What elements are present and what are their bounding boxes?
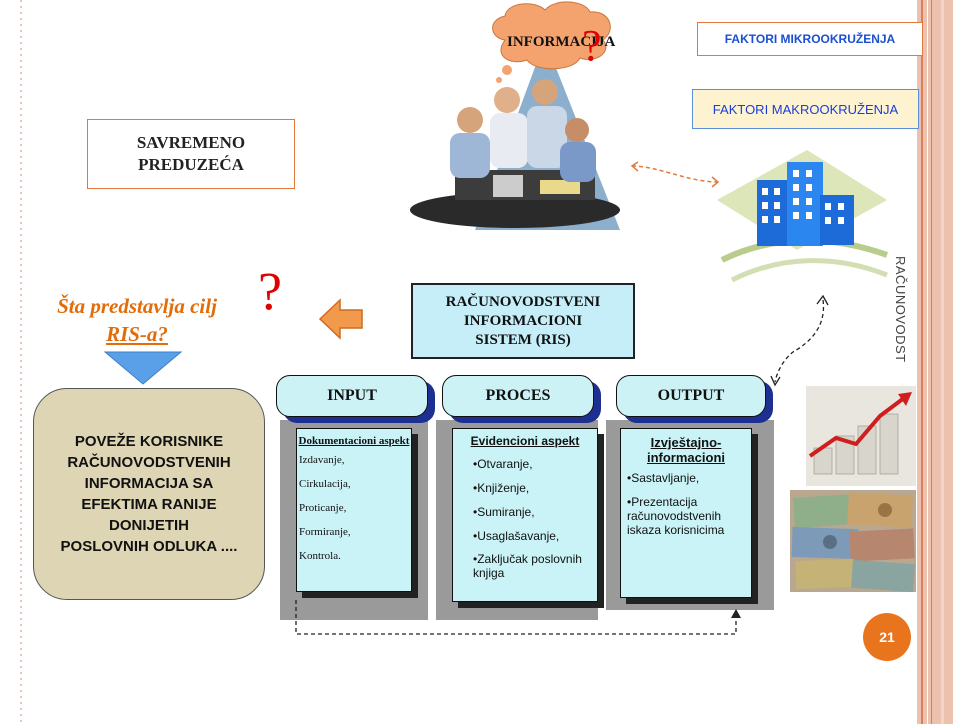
thought-question-mark: ? [582,21,602,70]
proces-item: •Knjiženje, [473,481,530,495]
input-item: Formiranje, [299,526,351,538]
ris-line-2: INFORMACIONI [463,312,583,329]
proces-item: •Sumiranje, [473,505,535,519]
input-item: Izdavanje, [299,454,345,466]
ris-line-3: SISTEM (RIS) [475,331,571,348]
proces-item: •Otvaranje, [473,457,533,471]
dashed-double-arrow [630,161,720,188]
goal-question-line-2: RIS-a? [106,322,168,346]
banknotes-image [790,490,916,592]
goal-line: POSLOVNIH ODLUKA .... [60,538,238,555]
left-arrow-icon [318,298,363,340]
building-illustration [717,150,889,283]
feedback-connector [295,600,741,635]
output-card: Izvještajno-informacioni •Sastavljanje, … [620,428,752,598]
vertical-section-label: RAČUNOVODST [893,256,911,386]
goal-line: DONIJETIH [108,517,189,534]
proces-item: •Usaglašavanje, [473,529,560,543]
micro-factors-label: FAKTORI MIKROOKRUŽENJA [697,22,923,56]
macro-factors-label: FAKTORI MAKROOKRUŽENJA [692,89,919,129]
growth-chart-image [806,386,916,486]
input-card-title: Dokumentacioni aspekt [298,435,410,447]
proces-card: Evidencioni aspekt •Otvaranje, •Knjiženj… [452,428,598,602]
input-item: Kontrola. [299,550,341,562]
output-item: •Sastavljanje, [627,471,700,485]
input-card: Dokumentacioni aspekt Izdavanje, Cirkula… [296,428,412,592]
company-box: SAVREMENO PREDUZEĆA [87,119,295,189]
output-card-title: Izvještajno-informacioni [646,435,725,465]
goal-question: Šta predstavlja cilj RIS-a? [12,292,262,348]
goal-line: INFORMACIJA SA [84,475,214,492]
company-line-1: SAVREMENO [136,133,246,152]
down-triangle-icon [103,351,183,385]
proces-card-title: Evidencioni aspekt [470,434,580,448]
goal-line: POVEŽE KORISNIKE [74,433,224,450]
building-output-connector [770,294,829,387]
question-mark: ? [258,261,282,321]
vertical-section-text: RAČUNOVODST [893,256,908,363]
goal-box: POVEŽE KORISNIKE RAČUNOVODSTVENIH INFORM… [33,388,265,600]
goal-line: EFEKTIMA RANIJE [81,496,217,513]
page-number-badge: 21 [863,613,911,661]
input-header: INPUT [276,375,428,417]
right-border-stripe [917,0,953,724]
left-border-dots [20,0,22,724]
proces-header: PROCES [442,375,594,417]
output-header: OUTPUT [616,375,766,417]
goal-line: RAČUNOVODSTVENIH [67,454,231,471]
proces-item: •Zaključak poslovnih knjiga [473,552,582,580]
meeting-illustration: INFORMACIJA ? [410,1,620,230]
ris-line-1: RAČUNOVODSTVENI [445,293,601,310]
goal-question-line-1: Šta predstavlja cilj [57,294,217,318]
output-item: •Prezentacija računovodstvenih iskaza ko… [627,495,725,537]
company-line-2: PREDUZEĆA [138,155,244,174]
input-item: Proticanje, [299,502,347,514]
thought-label: INFORMACIJA [507,34,615,50]
ris-box: RAČUNOVODSTVENI INFORMACIONI SISTEM (RIS… [411,283,635,359]
input-item: Cirkulacija, [299,478,351,490]
